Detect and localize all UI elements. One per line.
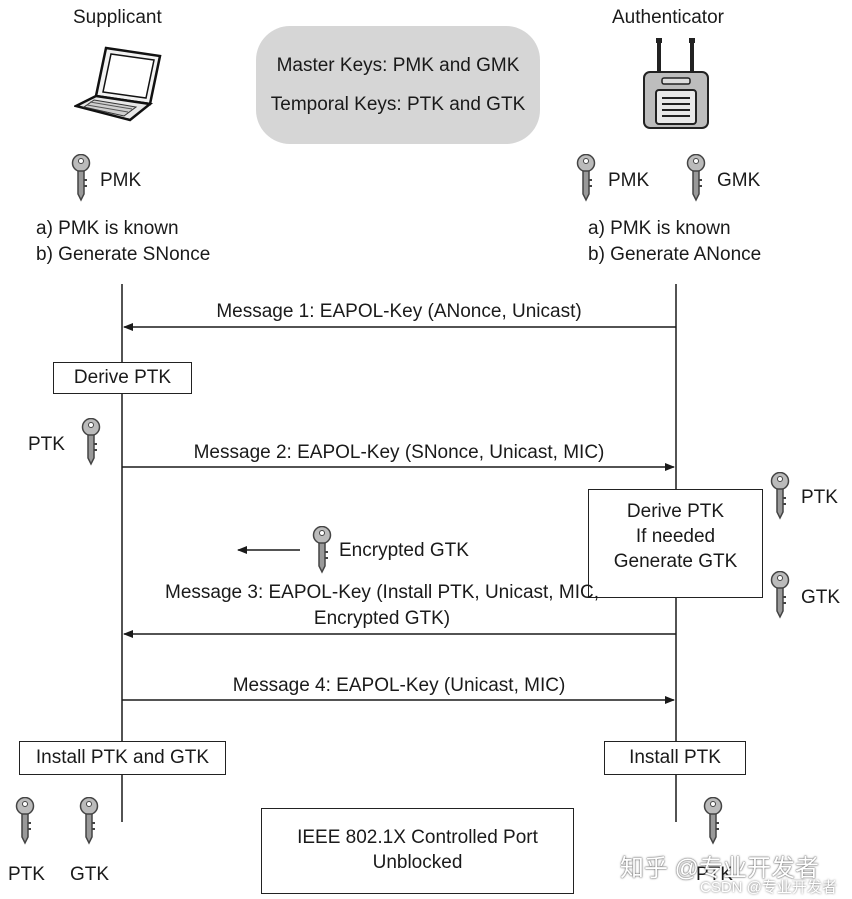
final-ptk-label-supplicant: PTK	[8, 864, 45, 885]
authenticator-title: Authenticator	[612, 7, 724, 28]
if-needed-line: If needed	[635, 526, 716, 547]
pmk-key-icon	[70, 154, 92, 202]
auth-ptk-key-icon	[769, 472, 791, 520]
gmk-key-icon	[685, 154, 707, 202]
authenticator-gmk-label: GMK	[717, 170, 761, 191]
temporal-keys-text: Temporal Keys: PTK and GTK	[270, 94, 526, 115]
message-3-label-line1: Message 3: EAPOL-Key (Install PTK, Unica…	[165, 582, 599, 603]
keys-bubble: Master Keys: PMK and GMK Temporal Keys: …	[256, 26, 540, 144]
message-4-label: Message 4: EAPOL-Key (Unicast, MIC)	[232, 675, 566, 696]
auth-ptk-label: PTK	[801, 487, 838, 508]
supplicant-step-a: a) PMK is known	[36, 218, 179, 239]
access-point-icon	[640, 38, 712, 137]
generate-gtk-line: Generate GTK	[613, 551, 738, 572]
auth-gtk-label: GTK	[801, 587, 841, 608]
message-2-label: Message 2: EAPOL-Key (SNonce, Unicast, M…	[193, 442, 605, 463]
auth-gtk-key-icon	[769, 571, 791, 619]
install-box-supplicant: Install PTK and GTK	[19, 741, 226, 775]
laptop-icon	[72, 44, 166, 129]
auth-pmk-key-icon	[575, 154, 597, 202]
authenticator-step-b: b) Generate ANonce	[588, 244, 762, 265]
authenticator-step-a: a) PMK is known	[588, 218, 731, 239]
install-box-authenticator: Install PTK	[604, 741, 746, 775]
supplicant-ptk-label: PTK	[28, 434, 65, 455]
message-3-label-line2: Encrypted GTK)	[313, 608, 451, 629]
supplicant-pmk-label: PMK	[100, 170, 142, 191]
final-ptk-label-authenticator: PTK	[696, 864, 733, 885]
final-gtk-label-supplicant: GTK	[70, 864, 110, 885]
controlled-port-box: IEEE 802.1X Controlled Port Unblocked	[261, 808, 574, 894]
derive-ptk-text: Derive PTK	[73, 367, 172, 388]
controlled-port-line1: IEEE 802.1X Controlled Port	[297, 827, 538, 848]
encrypted-gtk-label: Encrypted GTK	[339, 540, 469, 561]
install-ptk-text: Install PTK	[629, 747, 721, 768]
supplicant-ptk-key-icon	[80, 418, 102, 466]
authenticator-pmk-label: PMK	[608, 170, 650, 191]
master-keys-text: Master Keys: PMK and GMK	[276, 55, 520, 76]
supplicant-step-b: b) Generate SNonce	[36, 244, 211, 265]
message-1-label: Message 1: EAPOL-Key (ANonce, Unicast)	[216, 301, 582, 322]
install-ptk-gtk-text: Install PTK and GTK	[35, 747, 210, 768]
zhihu-watermark: 知乎 @专业开发者	[620, 855, 820, 882]
controlled-port-line2: Unblocked	[372, 852, 463, 873]
encrypted-gtk-key-icon	[311, 526, 333, 574]
final-ptk-key-icon-authenticator	[702, 797, 724, 845]
derive-ptk-box-authenticator: Derive PTK If needed Generate GTK	[588, 489, 763, 598]
csdn-watermark: CSDN @专业开发者	[700, 879, 837, 896]
final-gtk-key-icon-supplicant	[78, 797, 100, 845]
supplicant-title: Supplicant	[73, 7, 162, 28]
derive-ptk-box-supplicant: Derive PTK	[53, 362, 192, 394]
final-ptk-key-icon-supplicant	[14, 797, 36, 845]
derive-ptk-line: Derive PTK	[626, 501, 725, 522]
